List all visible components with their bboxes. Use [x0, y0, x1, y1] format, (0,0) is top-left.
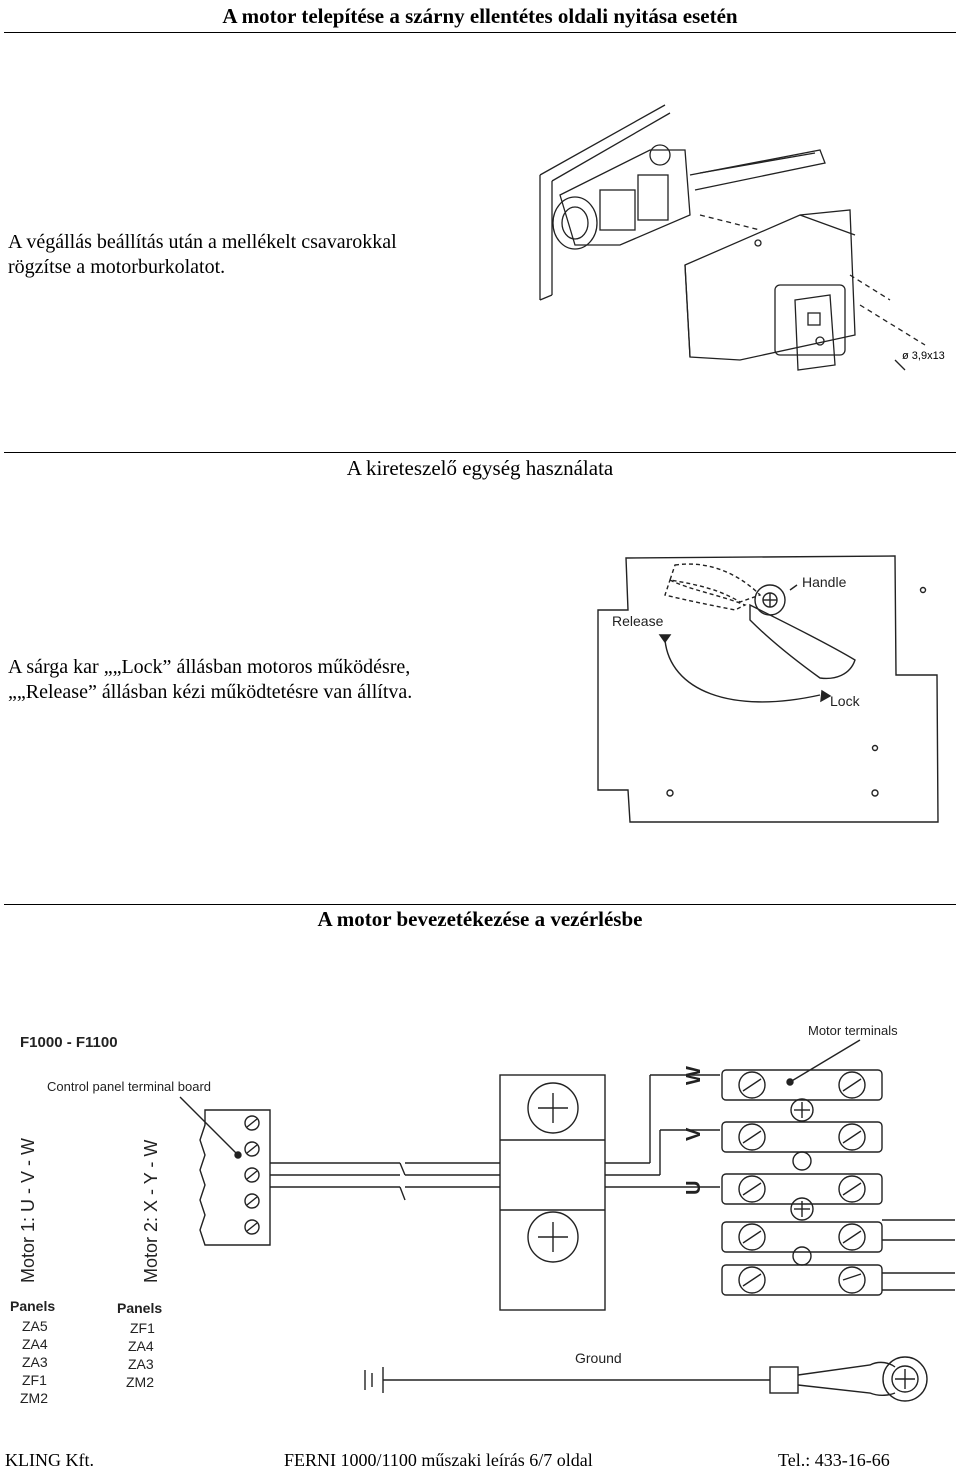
panels2-item: ZA4 [128, 1338, 154, 1354]
install-instruction: A végállás beállítás után a mellékelt cs… [8, 230, 397, 280]
control-terminal-screws [244, 1115, 260, 1235]
handle-label: Handle [802, 574, 847, 590]
panels1-title: Panels [10, 1298, 55, 1314]
divider [4, 904, 956, 905]
motor1-label: Motor 1: U - V - W [18, 1138, 38, 1283]
lock-line-1: A sárga kar „„Lock” állásban motoros műk… [8, 656, 411, 678]
panels1-item: ZF1 [22, 1372, 47, 1388]
motor-terminal-block [721, 1069, 883, 1296]
terminal-w-label: W [683, 1066, 705, 1085]
release-handle-drawing: Handle Release Lock [590, 550, 945, 830]
panels1-item: ZM2 [20, 1390, 48, 1406]
footer-document: FERNI 1000/1100 műszaki leírás 6/7 oldal [284, 1450, 593, 1470]
divider [4, 452, 956, 453]
divider [4, 32, 956, 33]
panels1-item: ZA5 [22, 1318, 48, 1334]
lock-line-2: „„Release” állásban kézi működtetésre va… [8, 681, 413, 703]
terminal-u-label: U [683, 1181, 705, 1195]
motor-cover-install-drawing: ø 3,9x13 [530, 95, 955, 385]
control-panel-label: Control panel terminal board [47, 1079, 211, 1094]
lock-label: Lock [830, 693, 861, 709]
panels2-item: ZA3 [128, 1356, 154, 1372]
footer-company: KLING Kft. [5, 1450, 94, 1470]
panels2-title: Panels [117, 1300, 162, 1316]
screw-size-label: ø 3,9x13 [902, 350, 945, 362]
wiring-diagram: F1000 - F1100 Control panel terminal boa… [0, 1015, 960, 1410]
ground-label: Ground [575, 1350, 622, 1366]
panels2-item: ZF1 [130, 1320, 155, 1336]
panels1-item: ZA3 [22, 1354, 48, 1370]
terminal-v-label: V [683, 1127, 705, 1141]
panels1-item: ZA4 [22, 1336, 48, 1352]
model-label: F1000 - F1100 [20, 1034, 118, 1051]
motor-terminals-label: Motor terminals [808, 1023, 898, 1038]
install-line-2: rögzítse a motorburkolatot. [8, 256, 226, 278]
install-line-1: A végállás beállítás után a mellékelt cs… [8, 231, 397, 253]
release-label: Release [612, 613, 664, 629]
page-title: A motor telepítése a szárny ellentétes o… [222, 4, 738, 28]
panels2-item: ZM2 [126, 1374, 154, 1390]
section-heading-lock: A kireteszelő egység használata [346, 456, 614, 480]
motor2-label: Motor 2: X - Y - W [141, 1140, 161, 1283]
section-heading-wiring: A motor bevezetékezése a vezérlésbe [317, 907, 643, 931]
lock-instruction: A sárga kar „„Lock” állásban motoros műk… [8, 655, 412, 705]
footer-phone: Tel.: 433-16-66 [778, 1450, 890, 1470]
